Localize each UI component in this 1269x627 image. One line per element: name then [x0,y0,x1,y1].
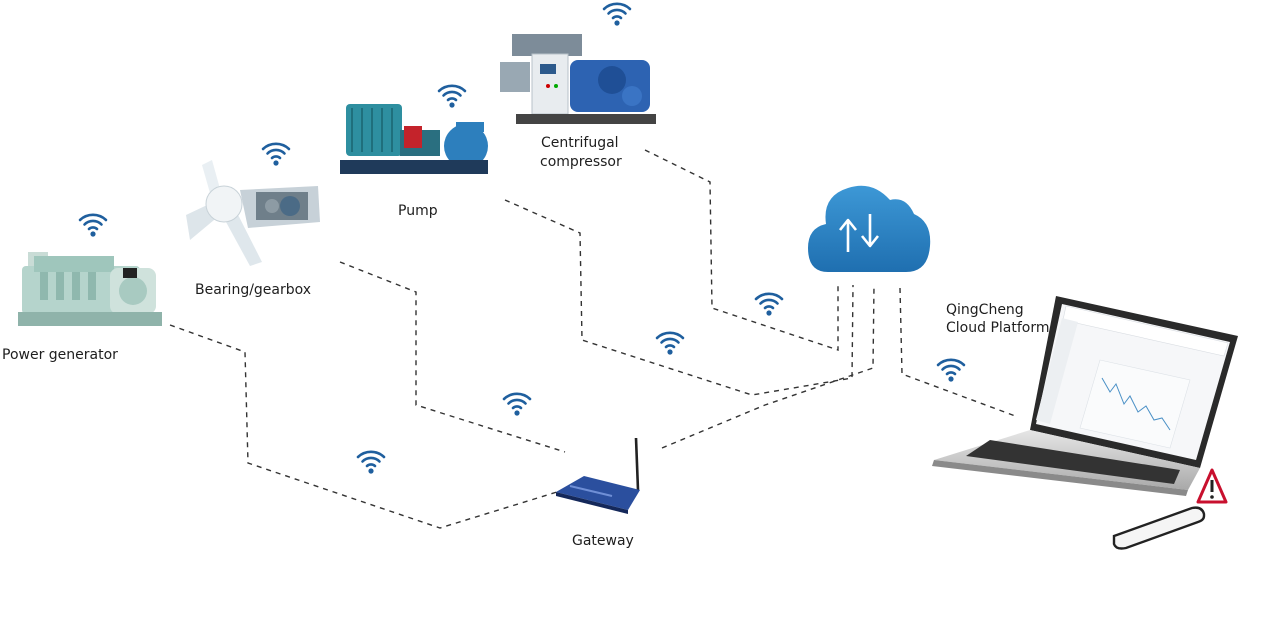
compressor-label-line2: compressor [540,154,622,170]
cloud-platform-label-line1: QingCheng [946,302,1024,318]
router-icon [556,437,640,514]
pump-label: Pump [398,203,438,219]
gateway-label: Gateway [572,533,634,549]
line-pump-cloud [504,199,854,396]
line-generator-gateway [169,324,558,529]
power-generator-label: Power generator [2,347,118,363]
wifi-icon [754,292,784,317]
wifi-icon [437,84,467,109]
power-generator-image [18,252,162,326]
wifi-icon [602,2,632,27]
cloud-upload-download-icon [808,185,931,272]
line-bearing-gateway [339,261,566,453]
wifi-icon [261,142,291,167]
warning-icon [1196,468,1228,504]
bearing-gearbox-image [186,160,320,266]
pump-image [340,104,488,174]
compressor-label-line1: Centrifugal [541,135,619,151]
line-compressor-cloud [644,149,839,351]
wifi-icon [936,358,966,383]
wifi-icon [356,450,386,475]
wifi-icon [78,213,108,238]
smartphone-icon [1112,506,1206,550]
bearing-gearbox-label: Bearing/gearbox [195,282,312,298]
centrifugal-compressor-image [500,34,656,124]
connection-lines [169,149,1019,529]
line-gateway-cloud [661,284,875,449]
wifi-icon [502,392,532,417]
laptop-icon [932,296,1238,496]
cloud-platform-label-line2: Cloud Platform [946,320,1050,336]
wifi-icon [655,331,685,356]
